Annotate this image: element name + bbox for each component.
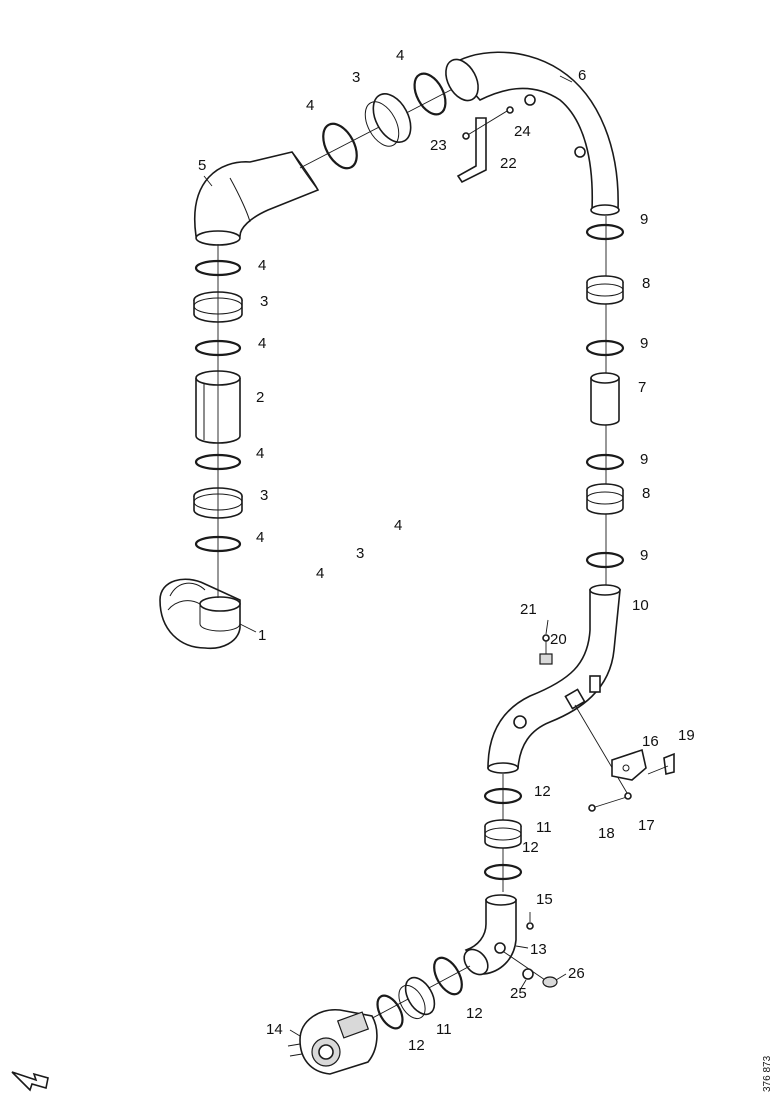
part-23-bolt [462,132,470,140]
label-21: 21 [520,601,537,618]
label-17: 17 [638,817,655,834]
label-2: 2 [256,389,264,406]
label-12: 12 [466,1005,483,1022]
direction-arrow-icon [11,1071,49,1092]
label-leaders [203,75,573,1037]
label-9: 9 [640,335,648,352]
part-12-clamp [483,787,523,805]
part-19-clip [663,752,675,775]
label-3: 3 [260,293,268,310]
part-17-washer [624,792,632,800]
part-1-elbow [159,578,241,650]
label-4: 4 [396,47,404,64]
part-12-clamp [433,956,463,996]
part-22-bracket [456,117,487,184]
label-20: 20 [550,631,567,648]
part-9-clamp [585,453,625,471]
label-3: 3 [260,487,268,504]
label-15: 15 [536,891,553,908]
label-19: 19 [678,727,695,744]
part-11-sleeve [398,976,436,1020]
label-9: 9 [640,211,648,228]
label-18: 18 [598,825,615,842]
part-5-elbow [194,151,320,246]
label-4: 4 [258,335,266,352]
label-12: 12 [522,839,539,856]
label-8: 8 [642,485,650,502]
label-5: 5 [198,157,206,174]
label-9: 9 [640,451,648,468]
label-4: 4 [256,445,264,462]
label-3: 3 [352,69,360,86]
label-9: 9 [640,547,648,564]
callout-labels: 1 2 3 3 3 3 4 4 4 4 4 4 4 4 5 6 7 8 8 9 … [198,47,695,1054]
label-4: 4 [316,565,324,582]
label-12: 12 [534,783,551,800]
label-4: 4 [256,529,264,546]
label-11: 11 [536,819,552,836]
part-6-bend-pipe [445,51,620,216]
label-10: 10 [632,597,649,614]
part-8-sleeve [586,483,624,515]
part-9-clamp [585,223,625,241]
part-24-nut [506,106,514,114]
label-1: 1 [258,627,266,644]
part-13-elbow [463,894,517,976]
part-12-clamp [376,994,404,1030]
label-4: 4 [258,257,266,274]
part-11-sleeve [484,819,522,849]
label-6: 6 [578,67,586,84]
part-9-clamp [585,551,625,569]
label-12: 12 [408,1037,425,1054]
part-25-washer [522,968,534,980]
label-24: 24 [514,123,531,140]
label-4: 4 [394,517,402,534]
label-13: 13 [530,941,547,958]
part-16-bracket [611,748,647,781]
label-11: 11 [436,1021,452,1038]
part-15-plug [526,922,534,930]
part-8-sleeve [586,275,624,305]
part-10-s-pipe [487,584,621,774]
label-22: 22 [500,155,517,172]
part-12-clamp [483,863,523,881]
label-23: 23 [430,137,447,154]
document-number: 376 873 [762,1055,773,1092]
label-25: 25 [510,985,527,1002]
label-8: 8 [642,275,650,292]
label-4: 4 [306,97,314,114]
part-20-fitting [539,640,553,665]
part-9-clamp [585,339,625,357]
part-14-turbocharger [287,1009,378,1075]
part-26-nut [542,976,558,988]
part-4-clamp [413,72,447,116]
part-3-sleeve [364,93,412,147]
part-21-washer [542,634,550,642]
label-16: 16 [642,733,659,750]
label-3: 3 [356,545,364,562]
label-14: 14 [266,1021,283,1038]
label-26: 26 [568,965,585,982]
label-7: 7 [638,379,646,396]
part-18-bolt [588,804,596,812]
part-7-tube [590,372,620,426]
part-4-clamp [322,122,358,170]
